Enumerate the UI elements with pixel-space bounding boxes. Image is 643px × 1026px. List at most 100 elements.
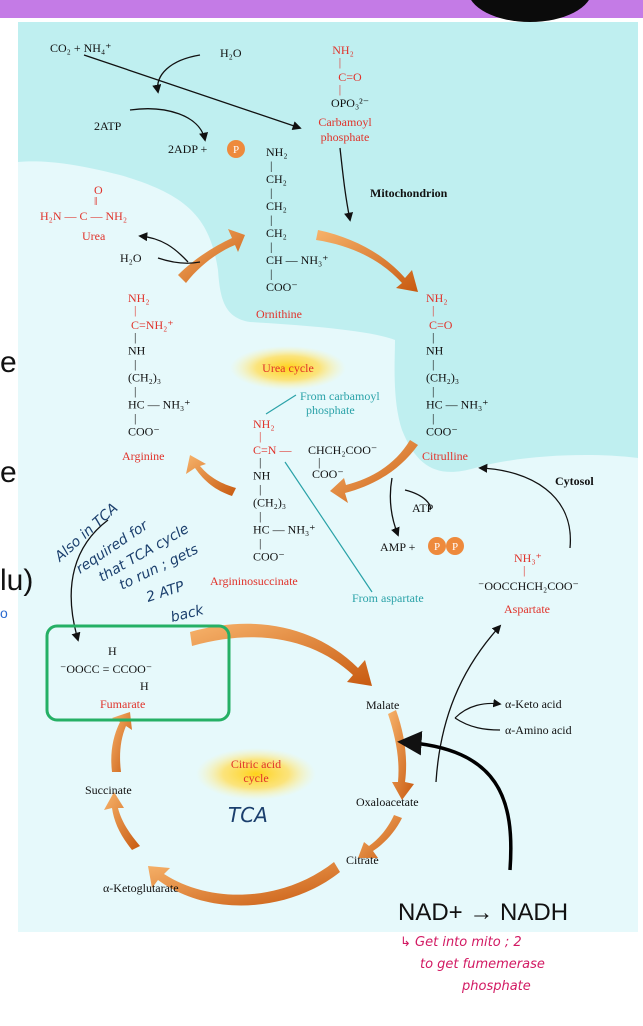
tca-arrow-oxaloacetate-citrate bbox=[358, 815, 402, 858]
citrulline-co: C=O bbox=[429, 318, 453, 332]
tca-arrow-fumarate-malate bbox=[190, 623, 372, 686]
argsucc-line-2: | bbox=[259, 482, 261, 496]
arrow-amino-acid bbox=[454, 717, 501, 731]
oxaloacetate-label: Oxaloacetate bbox=[356, 795, 419, 809]
tca-arrow-succinate-fumarate bbox=[111, 712, 132, 772]
argsucc-nh2: NH₂ bbox=[253, 417, 275, 431]
argsucc-chain: CHCH₂COO⁻ bbox=[308, 443, 377, 457]
carbamoyl-opo3: OPO₃²⁻ bbox=[331, 96, 369, 110]
citrulline-line-2: | bbox=[432, 357, 434, 371]
carbamoyl-bar2: | bbox=[339, 82, 341, 96]
handwritten-note-nadh: ↳ Get into mito ; 2 to get fumemerase ph… bbox=[400, 935, 545, 994]
from-carbamoyl-label-1: From carbamoyl bbox=[300, 389, 380, 403]
arginine-line-1: NH bbox=[128, 344, 146, 358]
argsucc-bar: | bbox=[259, 429, 261, 443]
mitochondrion-background bbox=[18, 22, 638, 472]
aspartate-structure: NH₃⁺ | ⁻OOCCHCH₂COO⁻ Aspartate bbox=[478, 551, 579, 616]
citrulline-name: Citrulline bbox=[422, 449, 468, 463]
citrulline-line-5: HC — NH₃⁺ bbox=[426, 398, 489, 412]
malate-label: Malate bbox=[366, 698, 399, 712]
citric-cycle-label-2: cycle bbox=[243, 771, 268, 785]
aspartate-name: Aspartate bbox=[504, 602, 550, 616]
urea-o: O bbox=[94, 183, 103, 197]
arginine-structure: NH₂ | C=NH₂⁺ |NH|(CH₂)₃|HC — NH₃⁺|COO⁻ bbox=[128, 291, 191, 439]
citrulline-line-1: NH bbox=[426, 344, 444, 358]
carbamoyl-bar: | bbox=[339, 55, 341, 69]
citrate-label: Citrate bbox=[346, 853, 379, 867]
argsucc-line-4: | bbox=[259, 509, 261, 523]
citric-cycle-label-1: Citric acid bbox=[231, 757, 281, 771]
arginine-line-6: | bbox=[134, 411, 136, 425]
arrow-amp-out bbox=[389, 477, 400, 537]
aspartate-bar: | bbox=[523, 563, 525, 577]
urea-formula: H₂N — C — NH₂ bbox=[40, 209, 127, 223]
argininosuccinate-name: Argininosuccinate bbox=[210, 574, 298, 588]
atp-label: 2ATP bbox=[94, 119, 122, 133]
arrow-aspartate-up bbox=[478, 463, 571, 549]
arginine-bar: | bbox=[134, 303, 136, 317]
atp-label-2: ATP bbox=[412, 501, 434, 515]
carbamoyl-nh2: NH₂ bbox=[332, 43, 354, 57]
co2-nh4-label: CO₂ + NH₄⁺ bbox=[50, 41, 111, 55]
fumarate-highlight-box bbox=[45, 624, 231, 722]
arginine-nh2: NH₂ bbox=[128, 291, 150, 305]
slide-text-fragments: e e lu) bbox=[0, 346, 33, 597]
from-aspartate-label: From aspartate bbox=[352, 591, 424, 605]
slide-fragment-e1: e bbox=[0, 346, 17, 379]
ornithine-structure: NH₂|CH₂|CH₂|CH₂|CH — NH₃⁺|COO⁻ bbox=[266, 145, 329, 294]
phosphate-circle bbox=[227, 140, 245, 158]
arginine-line-3: (CH₂)₃ bbox=[128, 371, 161, 385]
hand-note-3: phosphate bbox=[461, 979, 531, 994]
water-label-top: H₂O bbox=[220, 46, 242, 60]
slide-fragment-lu: lu) bbox=[0, 564, 33, 597]
arrow-oxaloacetate-aspartate bbox=[435, 624, 502, 783]
urea-water-label: H₂O bbox=[120, 251, 142, 265]
fumarate-structure: H ⁻OOCC = CCOO⁻ H Fumarate bbox=[60, 644, 152, 711]
urea-cycle-label: Urea cycle bbox=[262, 361, 314, 375]
tca-arrow-citrate-ketoglutarate bbox=[148, 862, 340, 906]
slide-fragment-mark: o bbox=[0, 605, 8, 621]
hand-note-1: ↳ Get into mito ; 2 bbox=[400, 935, 522, 950]
argininosuccinate-structure: NH₂ | C=N — CHCH₂COO⁻ | COO⁻ |NH|(CH₂)₃|… bbox=[253, 417, 377, 564]
citrulline-nh2: NH₂ bbox=[426, 291, 448, 305]
citrulline-line-6: | bbox=[432, 411, 434, 425]
hand-note-2: to get fumemerase bbox=[420, 957, 545, 972]
citrulline-line-7: COO⁻ bbox=[426, 425, 458, 439]
ornithine-line-8: CH — NH₃⁺ bbox=[266, 253, 329, 267]
aspartate-nh3: NH₃⁺ bbox=[514, 551, 542, 565]
ornithine-line-5: | bbox=[270, 213, 272, 227]
arrow-atp-adp bbox=[129, 108, 209, 142]
urea-name: Urea bbox=[82, 229, 106, 243]
tca-labels: Malate α-Keto acid α-Amino acid Oxaloace… bbox=[85, 697, 572, 895]
ornithine-line-2: CH₂ bbox=[266, 172, 287, 186]
fumarate-h1: H bbox=[108, 644, 117, 658]
urea-arrow-bottom-right bbox=[330, 440, 418, 503]
urea-arrow-top-right bbox=[316, 230, 418, 292]
arginine-line-0: | bbox=[134, 330, 136, 344]
arginine-line-5: HC — NH₃⁺ bbox=[128, 398, 191, 412]
fumarate-h2: H bbox=[140, 679, 149, 693]
ketoglutarate-label: α-Ketoglutarate bbox=[103, 881, 179, 895]
amino-acid-label: α-Amino acid bbox=[505, 723, 572, 737]
pp-circle-2 bbox=[446, 537, 464, 555]
arginine-cnh2: C=NH₂⁺ bbox=[131, 318, 174, 332]
phosphate-label: P bbox=[233, 144, 239, 156]
succinate-label: Succinate bbox=[85, 783, 132, 797]
ornithine-line-7: | bbox=[270, 240, 272, 254]
fumarate-name: Fumarate bbox=[100, 697, 145, 711]
adp-label: 2ADP + bbox=[168, 142, 208, 156]
citrulline-structure: NH₂ | C=O |NH|(CH₂)₃|HC — NH₃⁺|COO⁻ bbox=[426, 291, 489, 439]
slide-fragment-e2: e bbox=[0, 456, 17, 489]
pp-label-2: P bbox=[452, 541, 458, 553]
arrow-carbamoyl-down bbox=[339, 147, 354, 222]
urea-structure: O ‖ H₂N — C — NH₂ Urea bbox=[40, 183, 127, 243]
argsucc-line-0: | bbox=[259, 455, 261, 469]
argsucc-line-5: HC — NH₃⁺ bbox=[253, 523, 316, 537]
citrulline-line-3: (CH₂)₃ bbox=[426, 371, 459, 385]
ornithine-line-3: | bbox=[270, 186, 272, 200]
fumarate-formula: ⁻OOCC = CCOO⁻ bbox=[60, 662, 152, 676]
argsucc-chain-bar: | bbox=[318, 455, 320, 469]
arrow-water-in bbox=[152, 54, 201, 94]
urea-arrow-top-left bbox=[178, 229, 245, 283]
